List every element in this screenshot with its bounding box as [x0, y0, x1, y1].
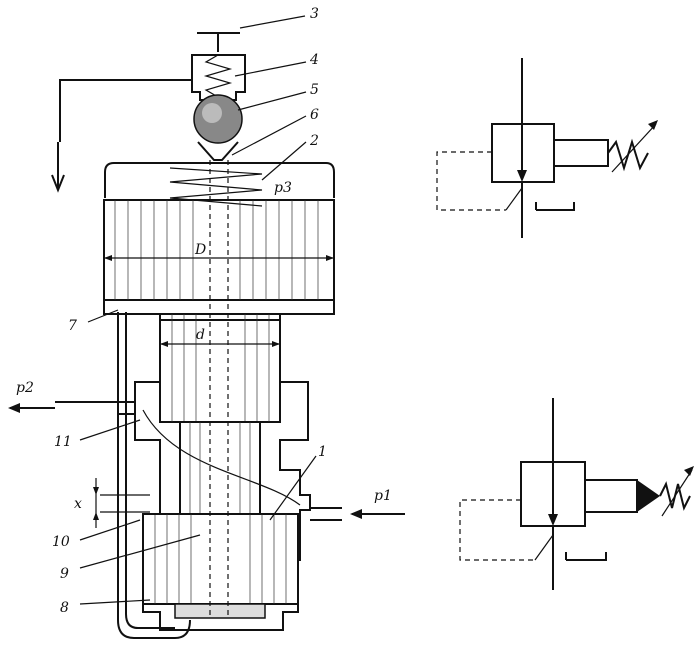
label-3: 3 — [310, 6, 319, 22]
damper-orifice — [174, 603, 266, 619]
symbol-bottom-spring-housing — [584, 479, 638, 513]
symbol-bottom-adjust-arrow — [684, 466, 694, 476]
lower-flange — [103, 300, 335, 321]
main-piston — [103, 162, 335, 321]
label-4: 4 — [309, 52, 319, 68]
part-labels: 3 4 5 6 2 p3 D 7 d p2 11 1 p1 x 10 9 8 — [16, 6, 392, 616]
symbol-top-adjust-line — [611, 123, 657, 173]
upper-chamber — [104, 162, 335, 198]
control-passage-inner — [125, 312, 175, 629]
label-p1: p1 — [374, 488, 392, 504]
rod-hatch — [171, 314, 270, 422]
symbol-top-tank — [535, 202, 575, 211]
housing-base — [142, 604, 299, 631]
label-11: 11 — [54, 434, 72, 450]
pilot-spring — [203, 54, 233, 98]
control-passage-outer — [117, 312, 191, 639]
symbol-top-spring-housing — [553, 139, 609, 167]
flow-path-curve — [142, 409, 301, 506]
symbol-pressure-relief-valve-bottom — [459, 398, 694, 590]
symbol-bottom-tank — [565, 552, 607, 561]
label-2: 2 — [309, 133, 319, 149]
symbol-bottom-pilot-triangle — [637, 480, 660, 512]
label-p2: p2 — [16, 380, 34, 396]
symbol-top-pilot-line — [436, 151, 506, 211]
symbol-bottom-adjust-line — [661, 469, 693, 517]
rod-upper — [159, 313, 281, 423]
x-arrow-bottom — [93, 512, 99, 520]
spool-lower-land — [142, 513, 299, 605]
pilot-head — [51, 32, 246, 193]
large-piston-hatch — [114, 200, 319, 300]
dimension-D-arrow-left — [104, 255, 112, 261]
x-arrow-top — [93, 487, 99, 495]
symbol-bottom-pilot-line — [459, 499, 535, 561]
label-5: 5 — [310, 82, 319, 98]
label-6: 6 — [310, 107, 319, 123]
symbol-bottom-flow-arrow — [548, 514, 558, 526]
leader-lines — [79, 15, 317, 605]
label-p3: p3 — [274, 180, 292, 196]
spool-neck — [179, 421, 261, 515]
lower-land-hatch — [154, 514, 287, 604]
label-10: 10 — [52, 534, 70, 550]
pilot-housing — [191, 54, 246, 101]
symbol-pressure-relief-valve-top — [436, 58, 658, 238]
valve-spool — [142, 160, 299, 619]
dimension-D-arrow-right — [326, 255, 334, 261]
large-piston-body — [103, 199, 335, 301]
drain-line — [59, 79, 192, 142]
outlet-arrow-head — [8, 403, 20, 413]
dimension-d-arrow-left — [160, 341, 168, 347]
label-7: 7 — [68, 318, 77, 334]
housing-left — [134, 314, 161, 515]
housing-right — [279, 320, 311, 561]
label-x: x — [74, 496, 82, 512]
symbol-top-flow-arrow — [517, 170, 527, 182]
inlet-arrow-head — [350, 509, 362, 519]
label-8: 8 — [60, 600, 69, 616]
label-D: D — [194, 242, 206, 258]
label-9: 9 — [60, 566, 69, 582]
neck-hatch — [189, 422, 251, 514]
symbol-top-pilot-join — [505, 187, 523, 211]
symbol-top-adjust-arrow — [648, 120, 658, 130]
label-d: d — [196, 327, 205, 343]
valve-body — [55, 312, 342, 639]
ball-highlight — [202, 103, 222, 123]
symbol-bottom-pilot-join — [534, 534, 554, 561]
dimension-d-arrow-right — [272, 341, 280, 347]
pilot-seat — [197, 141, 239, 161]
flow-arrows — [8, 403, 405, 519]
label-1: 1 — [318, 444, 327, 460]
